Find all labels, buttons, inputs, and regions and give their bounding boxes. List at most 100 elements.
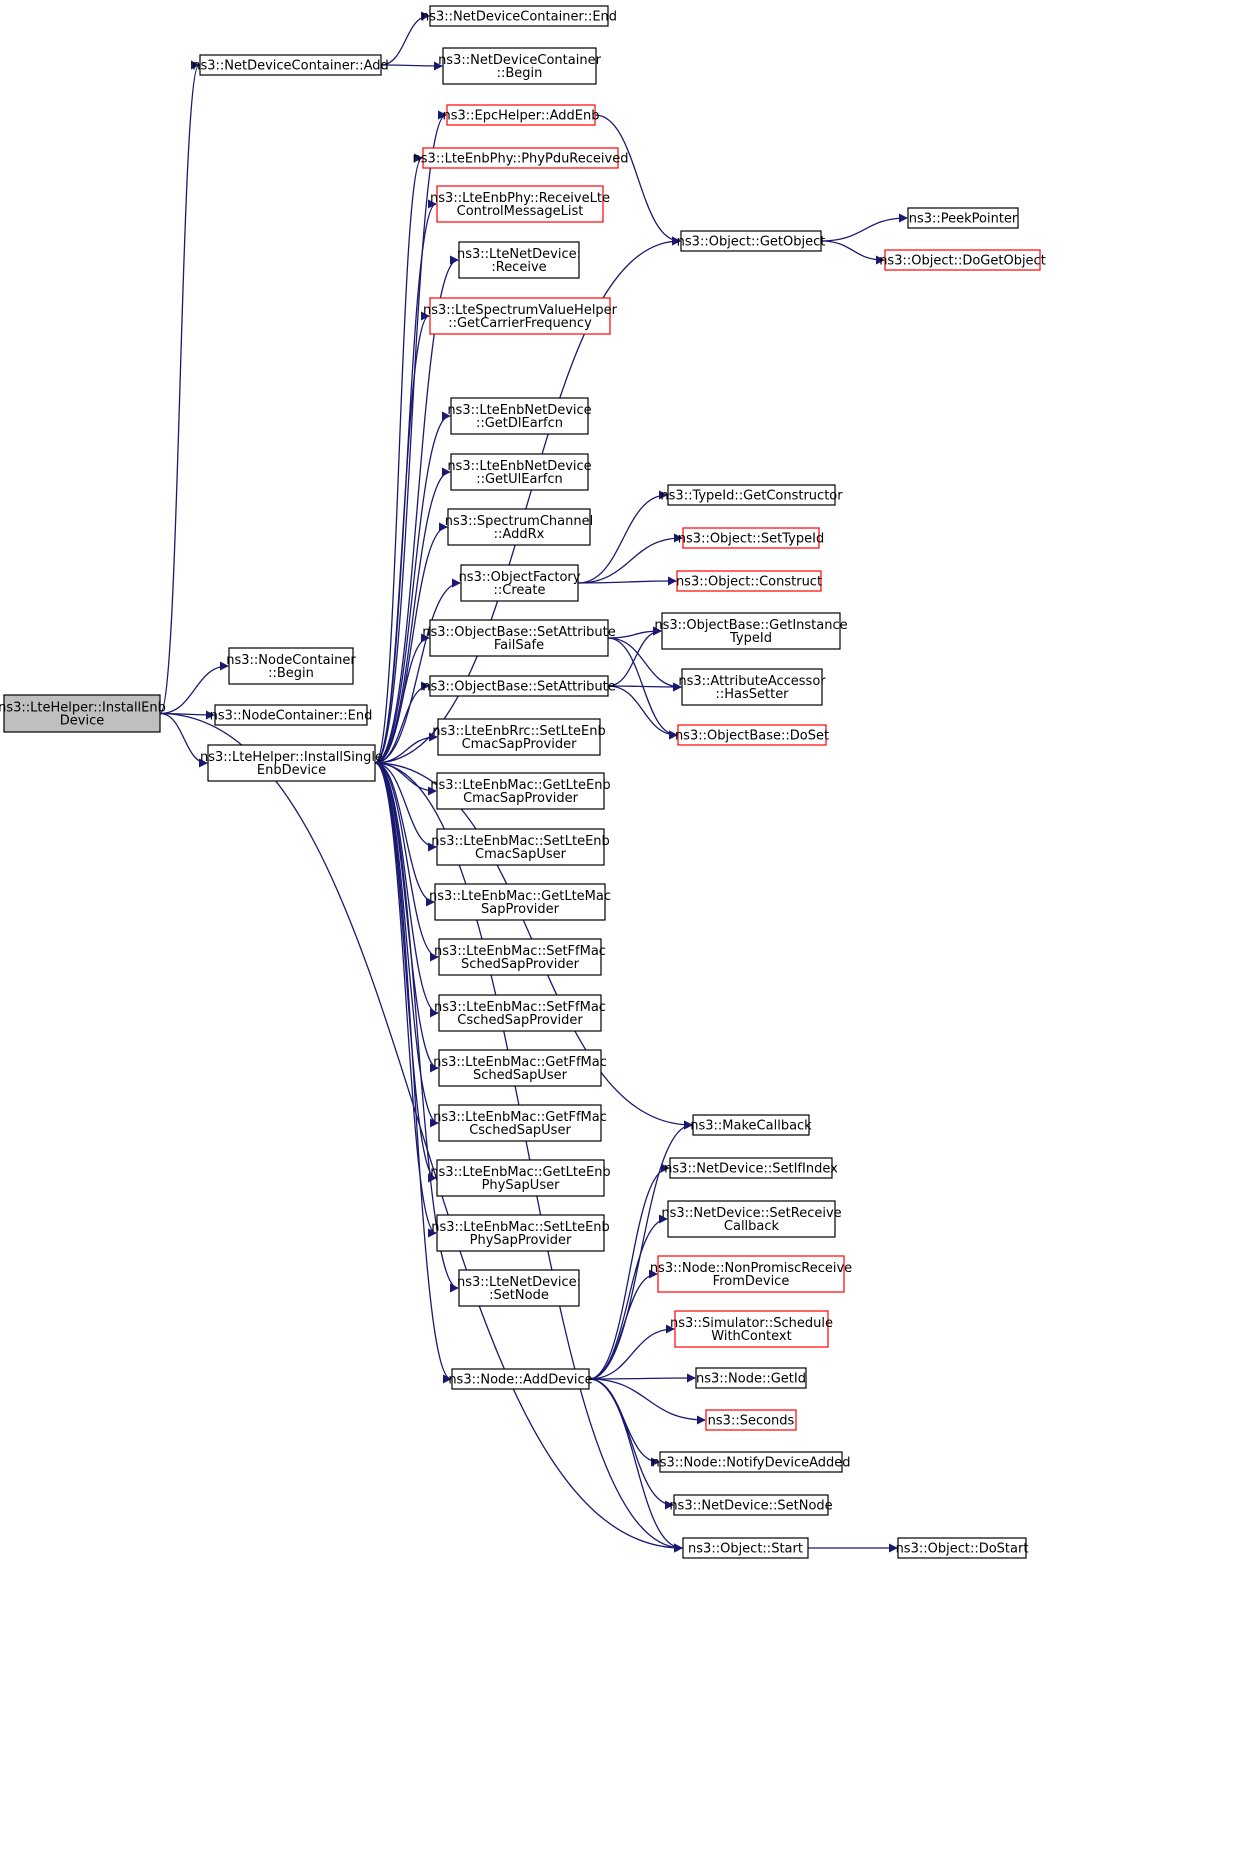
node-box (442, 47, 597, 85)
node-box (897, 1537, 1027, 1559)
edge-arrow (588, 1378, 683, 1553)
call-edge (159, 60, 200, 715)
function-node-seconds[interactable]: ns3::Seconds (705, 1409, 797, 1431)
node-box (207, 744, 376, 782)
node-box (422, 147, 619, 169)
function-node-objbase-doset[interactable]: ns3::ObjectBase::DoSet (675, 724, 829, 746)
function-node-obj-start[interactable]: ns3::Object::Start (682, 1537, 809, 1559)
edge-arrow (374, 311, 430, 764)
function-node-peekpointer[interactable]: ns3::PeekPointer (907, 207, 1019, 229)
function-node-netdev-receive[interactable]: ns3::LteNetDevice::Receive (457, 241, 581, 279)
node-label: ns3::MakeCallback (690, 1119, 812, 1134)
node-box (657, 1255, 845, 1293)
edge-arrow (594, 114, 681, 246)
node-box (434, 883, 606, 921)
node-label: FromDevice (713, 1274, 790, 1289)
node-box (3, 694, 161, 733)
function-node-phy-pdu[interactable]: ns3::LteEnbPhy::PhyPduReceived (413, 147, 629, 169)
call-edge (820, 213, 908, 242)
node-box (438, 994, 602, 1032)
function-node-ndc-begin[interactable]: ns3::NetDeviceContainer::Begin (438, 47, 602, 85)
function-node-objfactory-create[interactable]: ns3::ObjectFactory::Create (459, 564, 581, 602)
node-box (692, 1114, 810, 1136)
function-node-node-adddevice[interactable]: ns3::Node::AddDevice (448, 1368, 593, 1390)
node-label: ns3::Object::Construct (676, 575, 822, 590)
node-label: ns3::NetDevice::SetReceive (661, 1206, 841, 1221)
function-node-enb-getul[interactable]: ns3::LteEnbNetDevice::GetUlEarfcn (447, 453, 592, 491)
function-node-netdev-setnode[interactable]: ns3::LteNetDevice::SetNode (457, 1269, 581, 1307)
edge-arrow (374, 762, 439, 1018)
node-label: CschedSapProvider (457, 1013, 583, 1028)
function-node-epc-addenb[interactable]: ns3::EpcHelper::AddEnb (442, 104, 600, 126)
node-box (682, 1537, 809, 1559)
function-node-nd-setnode[interactable]: ns3::NetDevice::SetNode (669, 1494, 833, 1516)
node-label: ns3::LteNetDevice: (457, 247, 581, 262)
function-node-spectrum-carrier[interactable]: ns3::LteSpectrumValueHelper::GetCarrierF… (423, 297, 618, 335)
edge-arrow (577, 490, 668, 584)
function-node-ndc-end[interactable]: ns3::NetDeviceContainer::End (421, 5, 617, 27)
edge-arrow (374, 762, 439, 962)
function-node-nd-setifindex[interactable]: ns3::NetDevice::SetIfIndex (664, 1157, 838, 1179)
node-label: ns3::Object::DoGetObject (879, 254, 1046, 269)
call-edge (374, 762, 459, 1293)
function-node-obj-settypeid[interactable]: ns3::Object::SetTypeId (678, 527, 824, 549)
edge-arrow (820, 240, 885, 265)
node-label: ns3::Node::AddDevice (448, 1373, 592, 1388)
node-label: CschedSapUser (469, 1123, 571, 1138)
function-node-typeid-getctor[interactable]: ns3::TypeId::GetConstructor (660, 484, 843, 506)
function-node-obj-dostart[interactable]: ns3::Object::DoStart (896, 1537, 1029, 1559)
function-node-makecallback[interactable]: ns3::MakeCallback (690, 1114, 812, 1136)
call-edge (374, 762, 439, 962)
edge-arrow (588, 1373, 696, 1383)
function-node-attracc-hassetter[interactable]: ns3::AttributeAccessor::HasSetter (678, 668, 826, 706)
function-node-enb-getdl[interactable]: ns3::LteEnbNetDevice::GetDlEarfcn (447, 397, 592, 435)
node-box (436, 828, 605, 866)
function-node-ndc-add[interactable]: ns3::NetDeviceContainer::Add (192, 54, 389, 76)
function-node-objbase-setattr[interactable]: ns3::ObjectBase::SetAttribute (422, 675, 616, 697)
function-node-node-getid[interactable]: ns3::Node::GetId (695, 1367, 807, 1389)
node-label: ns3::NetDeviceContainer::End (421, 10, 617, 25)
edge-arrow (374, 255, 459, 764)
node-label: ns3::Simulator::Schedule (670, 1316, 833, 1331)
function-node-phy-recv-ctrl[interactable]: ns3::LteEnbPhy::ReceiveLteControlMessage… (430, 185, 610, 223)
function-node-nodecont-begin[interactable]: ns3::NodeContainer::Begin (226, 647, 356, 685)
node-label: Device (60, 714, 104, 729)
function-node-mac-setffcsched[interactable]: ns3::LteEnbMac::SetFfMacCschedSapProvide… (434, 994, 606, 1032)
node-label: ::GetUlEarfcn (476, 472, 563, 487)
function-node-obj-dogetobject[interactable]: ns3::Object::DoGetObject (879, 249, 1046, 271)
node-box (450, 453, 589, 491)
function-node-nodecont-end[interactable]: ns3::NodeContainer::End (210, 704, 373, 726)
call-edge (588, 1378, 706, 1425)
node-box (669, 1157, 833, 1179)
call-edge (374, 762, 439, 1018)
node-box (436, 772, 605, 810)
function-node-obj-getobject[interactable]: ns3::Object::GetObject (677, 230, 826, 252)
edge-arrow (588, 1269, 658, 1380)
call-edge (159, 712, 208, 768)
function-node-spectrum-addrx[interactable]: ns3::SpectrumChannel::AddRx (445, 508, 593, 546)
call-edge (588, 1324, 675, 1380)
call-edge (159, 661, 229, 715)
function-node-obj-construct[interactable]: ns3::Object::Construct (676, 570, 822, 592)
edge-arrow (607, 685, 678, 740)
node-label: ns3::EpcHelper::AddEnb (442, 109, 599, 124)
call-edge (588, 1378, 674, 1510)
call-edge (588, 1269, 658, 1380)
function-node-node-notify[interactable]: ns3::Node::NotifyDeviceAdded (651, 1451, 851, 1473)
